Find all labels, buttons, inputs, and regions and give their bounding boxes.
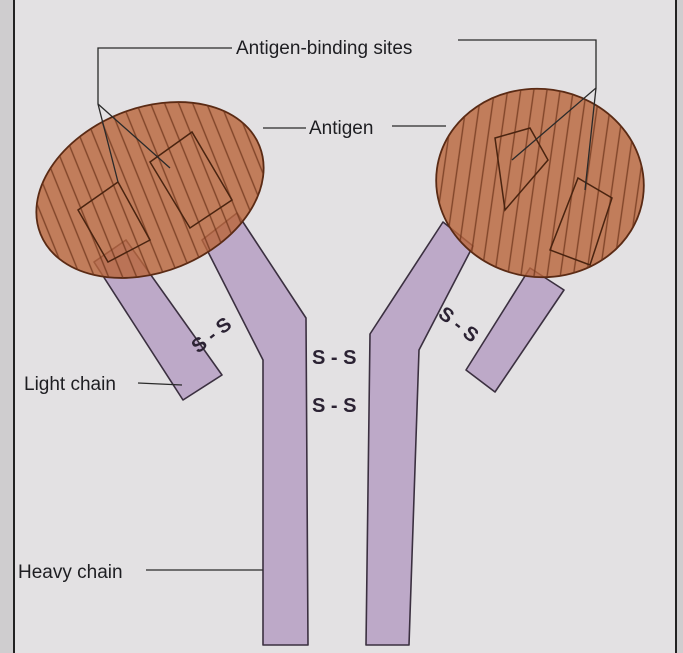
label-antigen: Antigen — [309, 118, 373, 139]
disulfide-bond-hinge-upper: S - S — [312, 347, 356, 369]
label-light-chain: Light chain — [24, 374, 116, 395]
disulfide-bond-hinge-lower: S - S — [312, 395, 356, 417]
label-antigen-binding-sites: Antigen-binding sites — [236, 38, 412, 59]
label-heavy-chain: Heavy chain — [18, 562, 123, 583]
